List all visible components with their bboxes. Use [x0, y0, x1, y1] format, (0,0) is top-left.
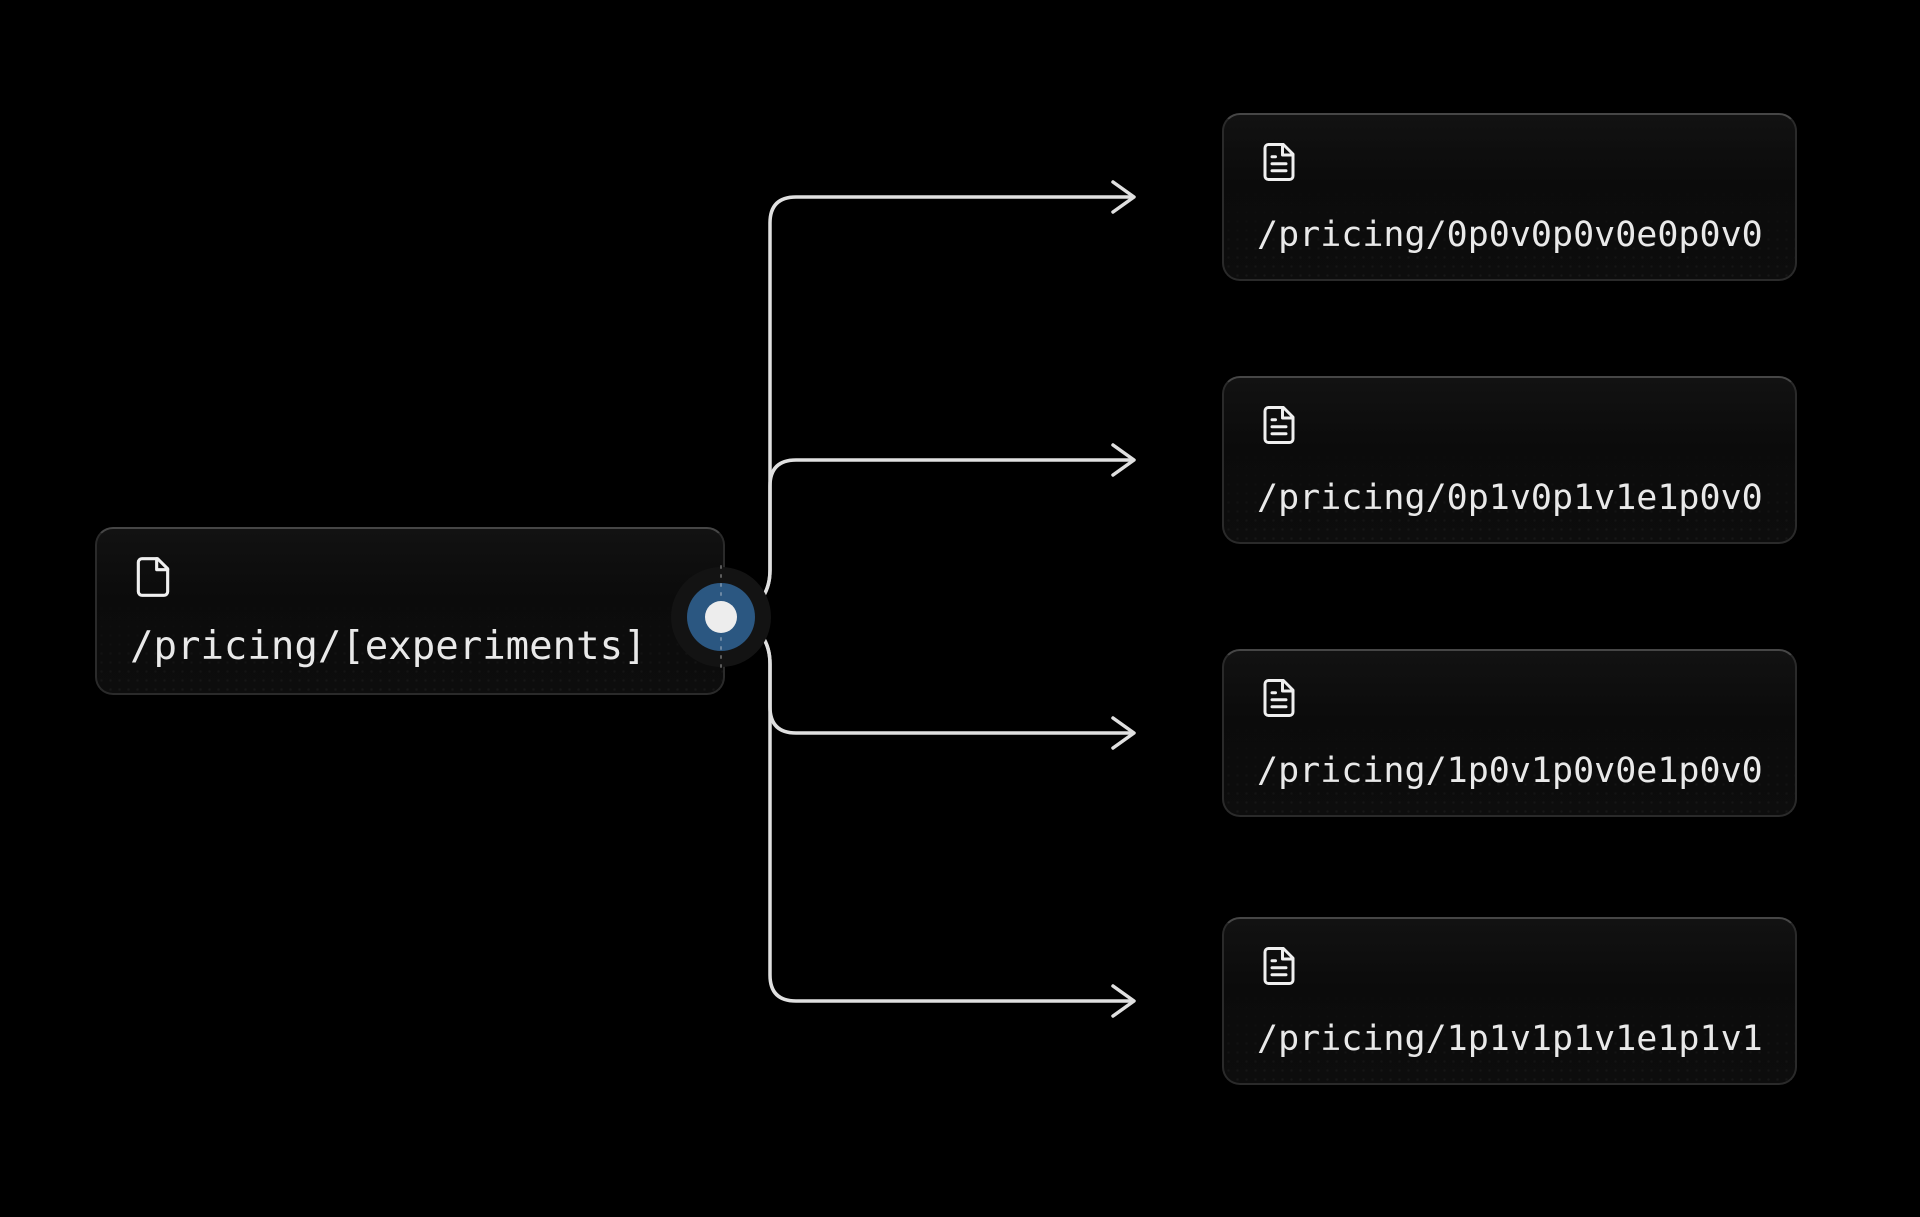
- target-route-label: /pricing/0p1v0p1v1e1p0v0: [1257, 478, 1763, 518]
- file-text-icon: [1263, 406, 1295, 444]
- source-route-label: /pricing/[experiments]: [130, 624, 647, 669]
- arrowhead-right-icon: [1111, 984, 1136, 1018]
- source-route-card[interactable]: /pricing/[experiments]: [95, 527, 725, 695]
- target-route-card[interactable]: /pricing/1p0v1p0v0e1p0v0: [1222, 649, 1797, 817]
- edge-to-target-1: [719, 195, 1135, 619]
- target-route-card[interactable]: /pricing/0p1v0p1v1e1p0v0: [1222, 376, 1797, 544]
- arrowhead-right-icon: [1111, 180, 1136, 214]
- arrowhead-right-icon: [1111, 716, 1136, 750]
- file-icon: [136, 557, 170, 597]
- target-route-card[interactable]: /pricing/0p0v0p0v0e0p0v0: [1222, 113, 1797, 281]
- edge-to-target-3: [719, 615, 1135, 735]
- file-text-icon: [1263, 143, 1295, 181]
- target-route-label: /pricing/1p1v1p1v1e1p1v1: [1257, 1019, 1763, 1059]
- edge-to-target-4: [719, 615, 1135, 1003]
- arrowhead-right-icon: [1111, 443, 1136, 477]
- target-route-label: /pricing/1p0v1p0v0e1p0v0: [1257, 751, 1763, 791]
- edge-to-target-2: [719, 458, 1135, 619]
- target-route-label: /pricing/0p0v0p0v0e0p0v0: [1257, 215, 1763, 255]
- file-text-icon: [1263, 947, 1295, 985]
- target-route-card[interactable]: /pricing/1p1v1p1v1e1p1v1: [1222, 917, 1797, 1085]
- file-text-icon: [1263, 679, 1295, 717]
